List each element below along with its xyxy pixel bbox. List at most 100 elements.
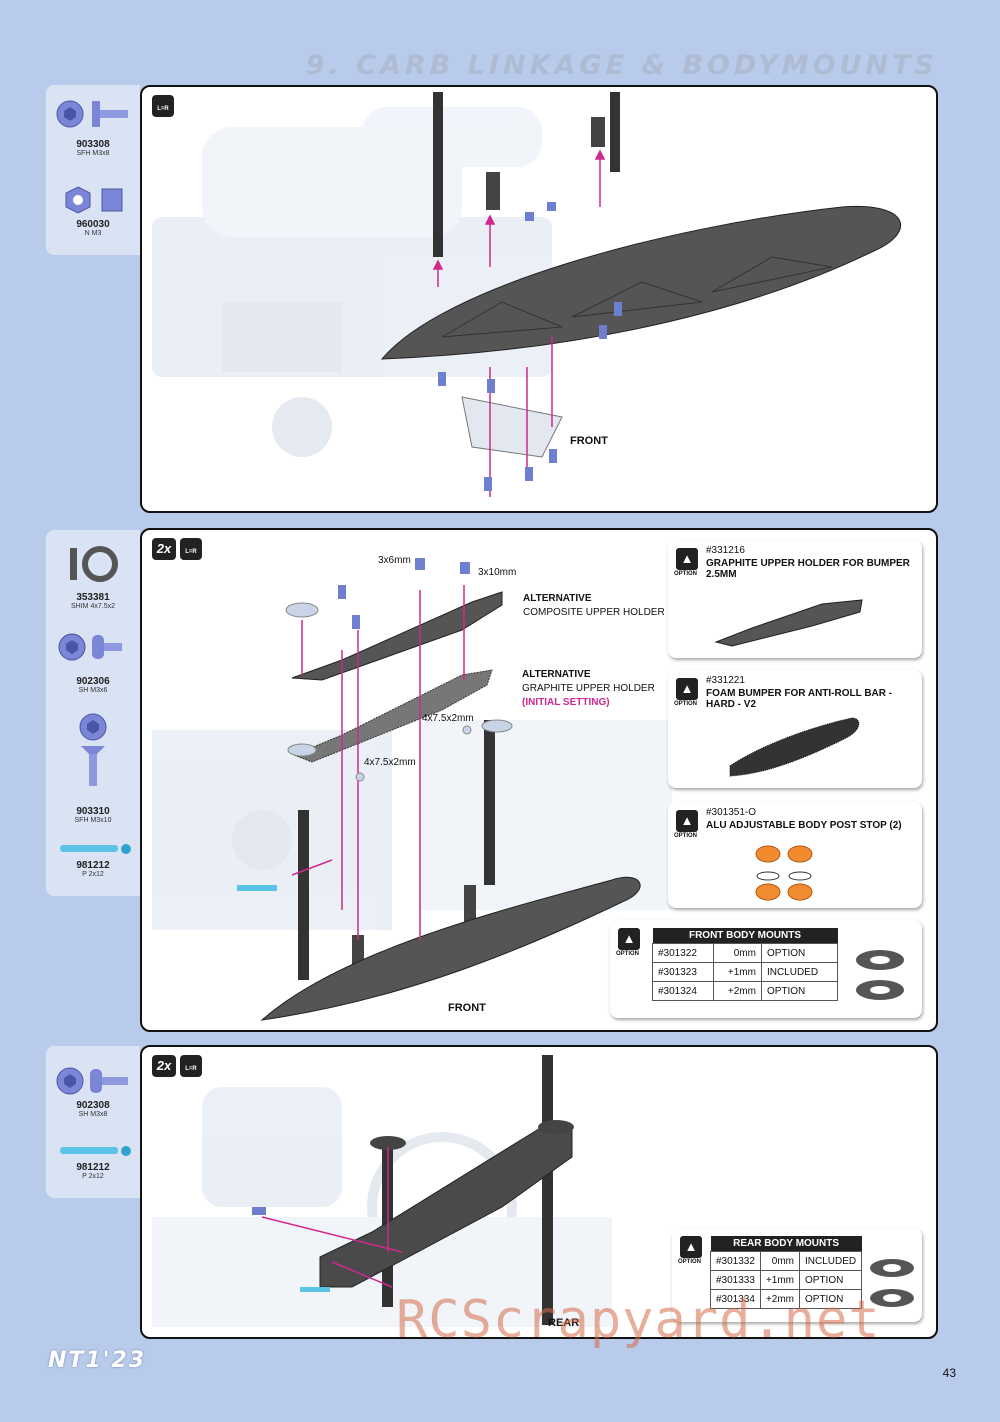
table-cell: +1mm [713, 962, 762, 982]
alternative-graphite-label: ALTERNATIVE GRAPHITE UPPER HOLDER (INITI… [522, 668, 655, 710]
part-desc: P 2x12 [82, 871, 104, 878]
part-code: 903308 [76, 139, 110, 150]
table-cell: OPTION [798, 1270, 863, 1290]
option-text: ALU ADJUSTABLE BODY POST STOP (2) [706, 820, 902, 831]
callout-screw-3x6: 3x6mm [378, 555, 411, 566]
nut-icon [65, 186, 123, 214]
model-logo: NT1'23 [48, 1348, 147, 1373]
option-card: ▲ OPTION #301351-O ALU ADJUSTABLE BODY P… [668, 802, 922, 908]
left-right-badge: L=R [180, 1055, 202, 1077]
alt-note: (INITIAL SETTING) [522, 697, 610, 708]
option-word: OPTION [616, 951, 640, 957]
part-code: 960030 [76, 219, 110, 230]
thumbs-up-icon: ▲ [676, 810, 698, 832]
part-desc: P 2x12 [82, 1173, 104, 1180]
part-item: 981212 P 2x12 [46, 860, 140, 879]
table-row: #301332 0mm INCLUDED [710, 1251, 863, 1271]
page-number: 43 [942, 1366, 956, 1380]
callout-shim: 4x7.5x2mm [364, 757, 416, 768]
table-cell: 0mm [759, 1251, 801, 1271]
watermark: RCScrapyard.net [396, 1290, 881, 1350]
part-code: 353381 [76, 592, 110, 603]
table-cell: INCLUDED [760, 962, 839, 982]
table-cell: OPTION [760, 943, 839, 963]
parts-column-step2: 353381 SHIM 4x7.5x2 902306 SH M3x6 90331… [46, 530, 140, 896]
button-head-screw-icon [56, 100, 128, 128]
part-item: 902308 SH M3x8 [46, 1100, 140, 1119]
table-cell: #301322 [651, 943, 715, 963]
shim-icon [70, 546, 118, 582]
front-body-mounts-card: ▲ OPTION FRONT BODY MOUNTS #301322 0mm O… [610, 920, 922, 1018]
table-row: #301334 +2mm OPTION [710, 1289, 863, 1309]
table-cell: OPTION [760, 981, 839, 1001]
thumbs-up-icon: ▲ [680, 1236, 702, 1258]
alternative-composite-label: ALTERNATIVE COMPOSITE UPPER HOLDER [523, 592, 665, 620]
alt-title: ALTERNATIVE [523, 593, 592, 604]
part-desc: SHIM 4x7.5x2 [71, 603, 115, 610]
option-word: OPTION [674, 571, 698, 577]
shim-washer-illustration [870, 1259, 914, 1307]
step3-illustration [152, 1055, 612, 1327]
rear-direction-label: REAR [548, 1317, 580, 1329]
part-code: 902306 [76, 676, 110, 687]
part-item: 903308 SFH M3x8 [46, 139, 140, 158]
alt-title: ALTERNATIVE [522, 669, 591, 680]
shim-washer-illustration [856, 950, 904, 1000]
alt-text: COMPOSITE UPPER HOLDER [523, 607, 665, 618]
front-direction-label: FRONT [448, 1002, 486, 1014]
option-card: ▲ OPTION #331216 GRAPHITE UPPER HOLDER F… [668, 540, 922, 658]
table-cell: #301333 [710, 1270, 761, 1290]
countersunk-screw-icon [79, 713, 107, 786]
part-item: 981212 P 2x12 [46, 1162, 140, 1181]
table-cell: +1mm [759, 1270, 801, 1290]
part-item: 903310 SFH M3x10 [46, 806, 140, 825]
table-row: #301323 +1mm INCLUDED [651, 962, 839, 982]
socket-head-screw-icon [58, 633, 122, 661]
graphite-holder-illustration [714, 599, 863, 647]
left-right-badge: L=R [152, 95, 174, 117]
step2-illustration [152, 558, 672, 1021]
left-right-badge: L=R [180, 538, 202, 560]
part-desc: SFH M3x10 [74, 817, 112, 824]
option-code: #331216 [706, 545, 745, 556]
front-body-mounts-table: FRONT BODY MOUNTS #301322 0mm OPTION #30… [651, 928, 839, 1001]
pin-icon [60, 844, 131, 854]
table-cell: #301334 [710, 1289, 761, 1309]
step3-panel: 2x L=R REAR [140, 1045, 938, 1339]
callout-shim: 4x7.5x2mm [422, 713, 474, 724]
table-cell: +2mm [713, 981, 762, 1001]
table-cell: INCLUDED [798, 1251, 863, 1271]
part-code: 981212 [76, 860, 110, 871]
part-desc: N M3 [84, 230, 102, 237]
pin-icon [60, 1146, 131, 1156]
part-desc: SFH M3x8 [76, 150, 110, 157]
option-word: OPTION [678, 1259, 702, 1265]
front-direction-label: FRONT [570, 435, 608, 447]
part-desc: SH M3x8 [78, 1111, 108, 1118]
step1-panel: L=R [140, 85, 938, 513]
table-cell: #301324 [651, 981, 715, 1001]
table-cell: 0mm [713, 943, 762, 963]
part-item: 353381 SHIM 4x7.5x2 [46, 592, 140, 611]
quantity-badge: 2x [152, 538, 176, 560]
parts-column-step1: 903308 SFH M3x8 960030 N M3 [46, 85, 140, 255]
table-row: #301322 0mm OPTION [651, 943, 839, 963]
thumbs-up-icon: ▲ [618, 928, 640, 950]
table-cell: OPTION [798, 1289, 863, 1309]
part-item: 902306 SH M3x6 [46, 676, 140, 695]
option-text: FOAM BUMPER FOR ANTI-ROLL BAR - HARD - V… [706, 688, 893, 710]
table-title: REAR BODY MOUNTS [710, 1236, 862, 1252]
part-code: 902308 [76, 1100, 110, 1111]
rear-body-mounts-table: REAR BODY MOUNTS #301332 0mm INCLUDED #3… [710, 1236, 863, 1309]
table-row: #301333 +1mm OPTION [710, 1270, 863, 1290]
option-card: ▲ OPTION #331221 FOAM BUMPER FOR ANTI-RO… [668, 670, 922, 788]
option-code: #301351-O [706, 807, 757, 818]
option-word: OPTION [674, 833, 698, 839]
page-title: 9. CARB LINKAGE & BODYMOUNTS [305, 50, 938, 81]
socket-head-screw-icon [56, 1067, 128, 1095]
alt-text: GRAPHITE UPPER HOLDER [522, 683, 655, 694]
option-word: OPTION [674, 701, 698, 707]
table-title: FRONT BODY MOUNTS [652, 928, 838, 944]
part-item: 960030 N M3 [46, 219, 140, 238]
callout-screw-3x10: 3x10mm [478, 567, 517, 578]
